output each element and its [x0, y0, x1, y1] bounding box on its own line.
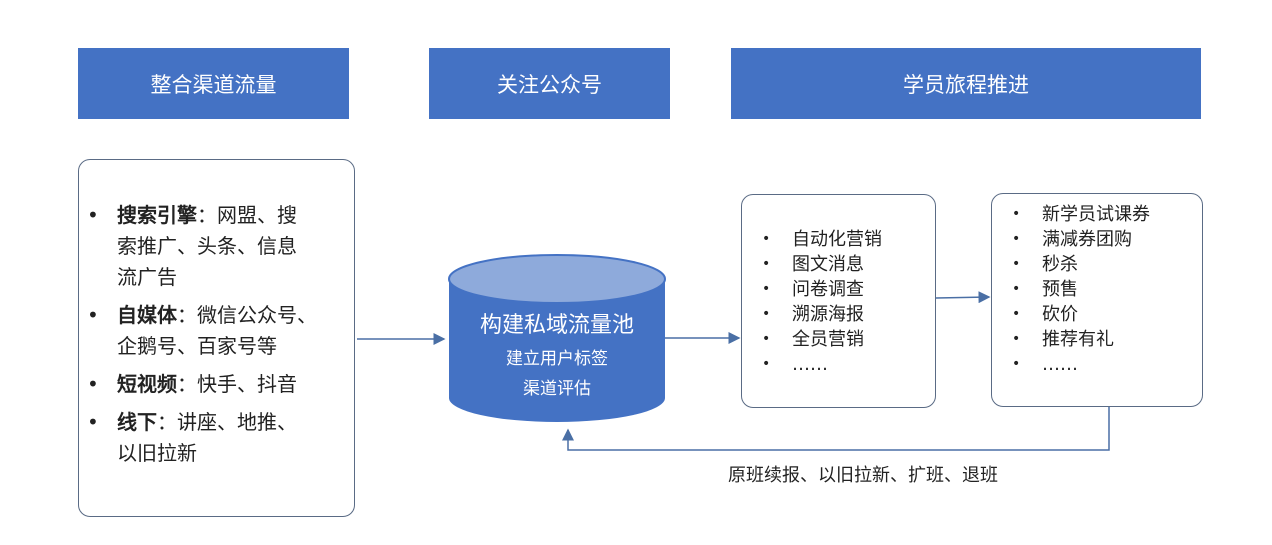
bullet-icon: • [1012, 306, 1021, 322]
promotion-item: • 砍价 [992, 302, 1202, 327]
loop-label: 原班续报、以旧拉新、扩班、退班 [728, 465, 998, 486]
bullet-icon: • [762, 331, 771, 347]
promotion-item-label: …… [1042, 354, 1078, 375]
channel-desc: 以旧拉新 [117, 441, 197, 465]
header-follow: 关注公众号 [429, 48, 670, 119]
bullet-icon: • [87, 203, 99, 227]
promotion-item-label: 预售 [1042, 279, 1078, 300]
bullet-icon: • [1012, 331, 1021, 347]
channel-item: • 搜索引擎：网盟、搜索推广、头条、信息流广告 [83, 200, 344, 293]
operations-box: • 自动化营销 • 图文消息 • 问卷调查 • 溯源海报 • 全员营销 • …… [741, 194, 936, 408]
bullet-icon: • [1012, 281, 1021, 297]
bullet-icon: • [87, 410, 99, 434]
channel-desc: 讲座、地推、 [177, 410, 297, 434]
loop-arrow [562, 407, 1110, 451]
channel-item: • 自媒体：微信公众号、企鹅号、百家号等 [83, 300, 344, 362]
pool-line1: 建立用户标签 [506, 349, 608, 369]
pool-line2: 渠道评估 [523, 379, 591, 399]
promotion-item: • 推荐有礼 [992, 327, 1202, 352]
operation-item-label: 溯源海报 [792, 304, 864, 325]
channel-title: 搜索引擎 [117, 203, 197, 227]
pool-title: 构建私域流量池 [479, 313, 634, 338]
header-label: 学员旅程推进 [903, 72, 1029, 97]
bullet-icon: • [762, 356, 771, 372]
header-journey: 学员旅程推进 [731, 48, 1201, 119]
promotion-item-label: 新学员试课券 [1042, 204, 1150, 225]
bullet-icon: • [762, 256, 771, 272]
operation-item: • …… [742, 352, 935, 377]
channel-desc: 微信公众号、 [197, 303, 317, 327]
header-label: 整合渠道流量 [150, 72, 277, 97]
bullet-icon: • [1012, 356, 1021, 372]
promotion-item-label: 砍价 [1042, 304, 1078, 325]
channel-desc: 快手、抖音 [197, 372, 297, 396]
bullet-icon: • [1012, 206, 1021, 222]
operation-item-label: 问卷调查 [792, 279, 864, 300]
promotion-item: • …… [992, 352, 1202, 377]
bullet-icon: • [87, 372, 99, 396]
channel-sep: ： [177, 372, 197, 396]
arrow-operations-to-promotions [935, 291, 991, 304]
channel-title: 线下 [117, 410, 157, 434]
bullet-icon: • [1012, 231, 1021, 247]
promotion-item-label: 秒杀 [1042, 254, 1078, 275]
bullet-icon: • [762, 281, 771, 297]
bullet-icon: • [1012, 256, 1021, 272]
channel-title: 短视频 [117, 372, 177, 396]
operation-item: • 图文消息 [742, 252, 935, 277]
promotion-item: • 预售 [992, 277, 1202, 302]
operation-item-label: 图文消息 [792, 254, 864, 275]
channel-list: •搜索引擎：网盟、搜索推广、头条、信息流广告•自媒体：微信公众号、企鹅号、百家号… [83, 200, 344, 469]
bullet-icon: • [762, 306, 771, 322]
channel-sep: ： [177, 303, 197, 327]
channel-sep: ： [197, 203, 217, 227]
promotion-item-label: 推荐有礼 [1042, 329, 1114, 350]
channel-desc: 索推广、头条、信息 [117, 234, 297, 258]
operation-item-label: …… [792, 354, 828, 375]
channel-item: • 短视频：快手、抖音 [83, 369, 344, 400]
bullet-icon: • [87, 303, 99, 327]
operation-item: • 全员营销 [742, 327, 935, 352]
channel-item: • 线下：讲座、地推、以旧拉新 [83, 407, 344, 469]
promotions-box: • 新学员试课券 • 满减券团购 • 秒杀 • 预售 • 砍价 • 推荐有礼 • …… [991, 193, 1203, 407]
channel-desc: 流广告 [117, 265, 177, 289]
channel-desc: 网盟、搜 [217, 203, 297, 227]
bullet-icon: • [762, 231, 771, 247]
operation-item-label: 自动化营销 [792, 229, 882, 250]
operation-item: • 溯源海报 [742, 302, 935, 327]
channels-box: •搜索引擎：网盟、搜索推广、头条、信息流广告•自媒体：微信公众号、企鹅号、百家号… [78, 159, 355, 517]
channel-desc: 企鹅号、百家号等 [117, 334, 277, 358]
header-label: 关注公众号 [497, 72, 602, 97]
operation-item: • 问卷调查 [742, 277, 935, 302]
channel-sep: ： [157, 410, 177, 434]
promotion-item: • 满减券团购 [992, 227, 1202, 252]
promotion-item-label: 满减券团购 [1042, 229, 1132, 250]
promotions-list: • 新学员试课券 • 满减券团购 • 秒杀 • 预售 • 砍价 • 推荐有礼 • …… [992, 202, 1202, 377]
operation-item-label: 全员营销 [792, 329, 864, 350]
channel-title: 自媒体 [117, 303, 177, 327]
header-channels: 整合渠道流量 [78, 48, 349, 119]
operations-list: • 自动化营销 • 图文消息 • 问卷调查 • 溯源海报 • 全员营销 • …… [742, 227, 935, 377]
operation-item: • 自动化营销 [742, 227, 935, 252]
promotion-item: • 新学员试课券 [992, 202, 1202, 227]
promotion-item: • 秒杀 [992, 252, 1202, 277]
